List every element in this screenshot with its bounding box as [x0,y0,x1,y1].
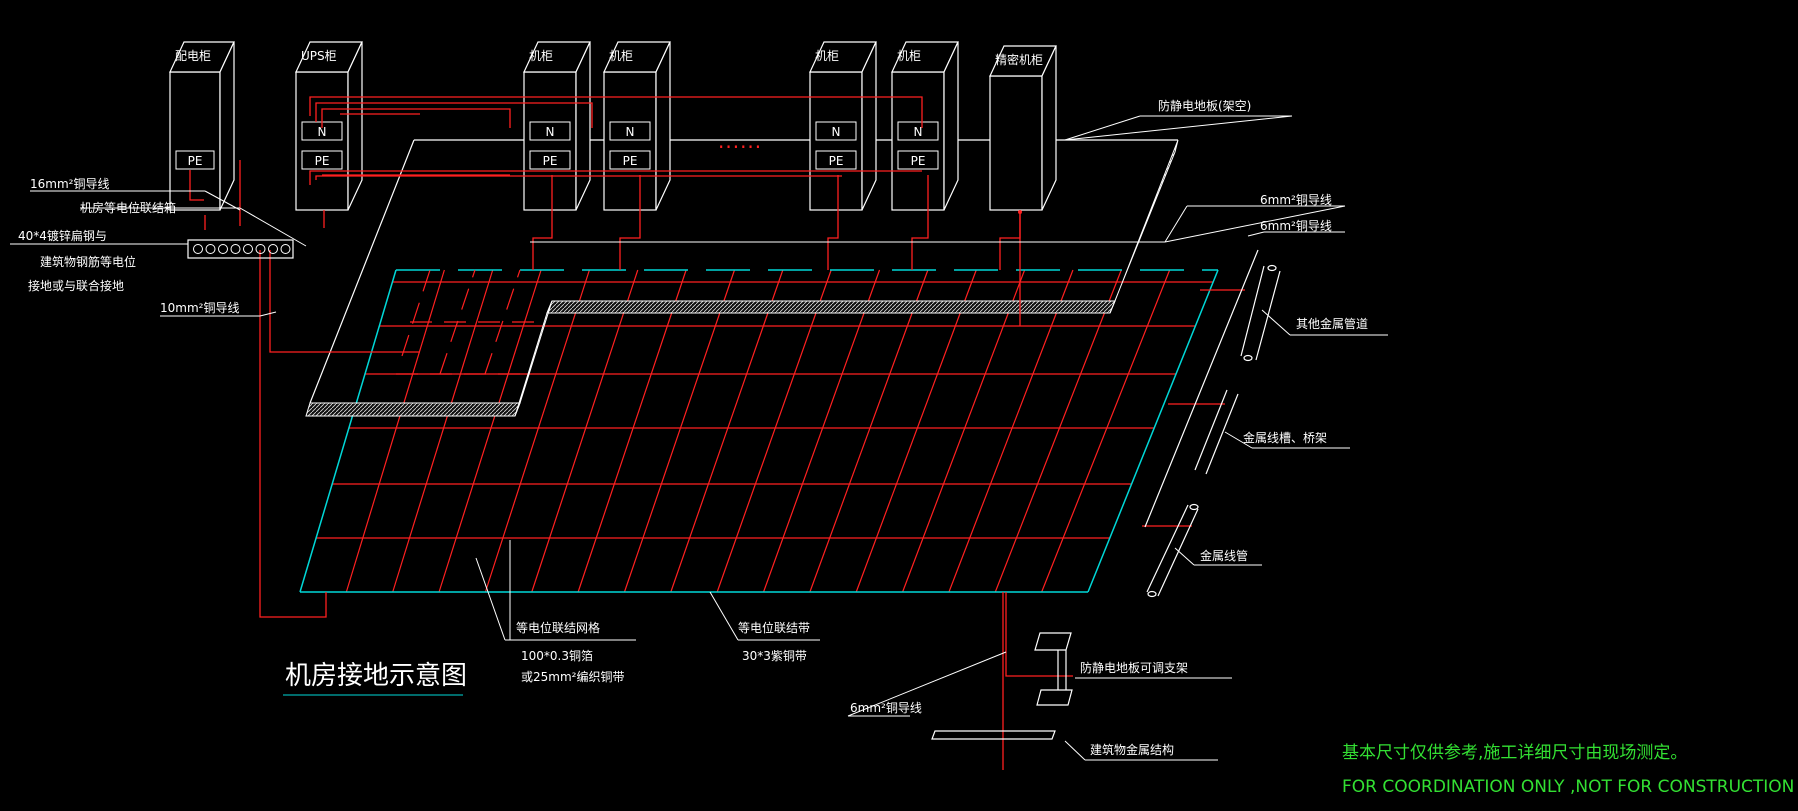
n-terminal-label: N [914,125,923,139]
terminal-circle [280,244,291,254]
label-wire16: 16mm²铜导线 [30,176,109,191]
label-wire6-c: 6mm²铜导线 [850,700,922,715]
pe-terminal-label: PE [623,154,638,168]
n-terminal-label: N [626,125,635,139]
leader-lines [10,115,1388,761]
grid-line-d [345,269,445,593]
pe-terminal-label: PE [315,154,330,168]
label-wire10: 10mm²铜导线 [160,300,239,315]
terminal-circle [255,244,266,254]
cabinet-rack-4: 机柜 N PE [891,41,959,211]
terminal-circle [218,244,228,254]
cabinet-label: 机柜 [609,49,633,63]
terminal-circle [205,244,216,254]
grid-line-d [392,269,494,593]
cabinet-label: 机柜 [897,49,921,63]
diagram-title: 机房接地示意图 [285,661,467,691]
label-wire6-b: 6mm²铜导线 [1260,218,1332,233]
cabinet-label: 机柜 [529,49,553,63]
cabinet-label: 精密机柜 [995,52,1043,67]
grid-line-d [670,269,784,593]
grid-line-d [994,269,1122,593]
label-metal-pipe: 其他金属管道 [1296,316,1368,331]
label-flat-steel: 40*4镀锌扁钢与 [18,229,107,243]
cabinet-rack-1: 机柜 N PE [523,41,591,211]
grid-line-d [855,269,977,593]
label-bond-strip: 等电位联结带 [738,620,810,635]
grid-line-d [1041,269,1171,593]
label-conduit: 金属线管 [1200,548,1248,563]
cabinet-rack-2: 机柜 N PE [603,41,671,211]
label-floor-stand: 防静电地板可调支架 [1080,660,1188,675]
grid-line-d [716,269,832,593]
right-side-lines [1144,249,1281,598]
label-copper-2: 或25mm²编织铜带 [521,669,624,684]
cabinet-row: 配电柜 PE UPS柜 N PE 机柜 N PE 机柜 N PE 机柜 N PE 机柜 N PE 精密机柜 [169,41,1057,214]
floor-support-stand [931,632,1073,740]
note-cn: 基本尺寸仅供参考,施工详细尺寸由现场测定。 [1342,743,1687,763]
grid-line-d [577,269,687,593]
label-rebar-2: 接地或与联合接地 [28,278,124,293]
label-cable-tray: 金属线槽、桥架 [1243,430,1327,445]
cabinet-precision-ac: 精密机柜 [989,45,1057,214]
pe-terminal-label: PE [911,154,926,168]
red-wiring [189,96,1245,770]
grid-line-d [531,269,639,593]
cabinet-label: 机柜 [815,49,839,63]
terminal-circle [243,244,253,254]
grid-line-d [948,269,1074,593]
grid-line-d [762,269,881,593]
grid-line-d [484,269,590,593]
pe-terminal-label: PE [829,154,844,168]
label-grid-mesh: 等电位联结网格 [516,620,600,635]
terminal-circle [193,244,203,254]
label-equip-box: 机房等电位联结箱 [80,200,176,215]
label-rebar-1: 建筑物钢筋等电位 [40,254,136,269]
red-dashed-lines [396,269,545,375]
grid-line-d [809,269,929,593]
terminal-circle [268,244,278,254]
cabinet-rack-3: 机柜 N PE [809,41,877,211]
n-terminal-label: N [546,125,555,139]
pe-terminal-label: PE [188,154,203,168]
n-terminal-label: N [832,125,841,139]
terminal-circle [230,244,241,254]
label-antistatic-floor: 防静电地板(架空) [1158,98,1251,113]
cabinet-label: UPS柜 [301,49,337,63]
cabinet-distribution: 配电柜 PE [169,41,235,211]
n-terminal-label: N [318,125,327,139]
equipotential-box [187,239,294,259]
label-building-metal: 建筑物金属结构 [1090,742,1174,757]
pe-terminal-label: PE [543,154,558,168]
label-copper-1: 100*0.3铜箔 [521,648,593,663]
cabinet-label: 配电柜 [175,49,211,63]
note-en: FOR COORDINATION ONLY ,NOT FOR CONSTRUCT… [1342,777,1794,797]
grid-line-d [623,269,736,593]
grid-line-d [438,269,542,593]
cabinet-ellipsis: ...... [718,129,762,153]
grid-line-d [902,269,1026,593]
label-wire6-a: 6mm²铜导线 [1260,192,1332,207]
label-strip-size: 30*3紫铜带 [742,648,807,663]
cabinet-ups: UPS柜 N PE [295,41,363,211]
antistatic-floor-plate [305,139,1179,417]
